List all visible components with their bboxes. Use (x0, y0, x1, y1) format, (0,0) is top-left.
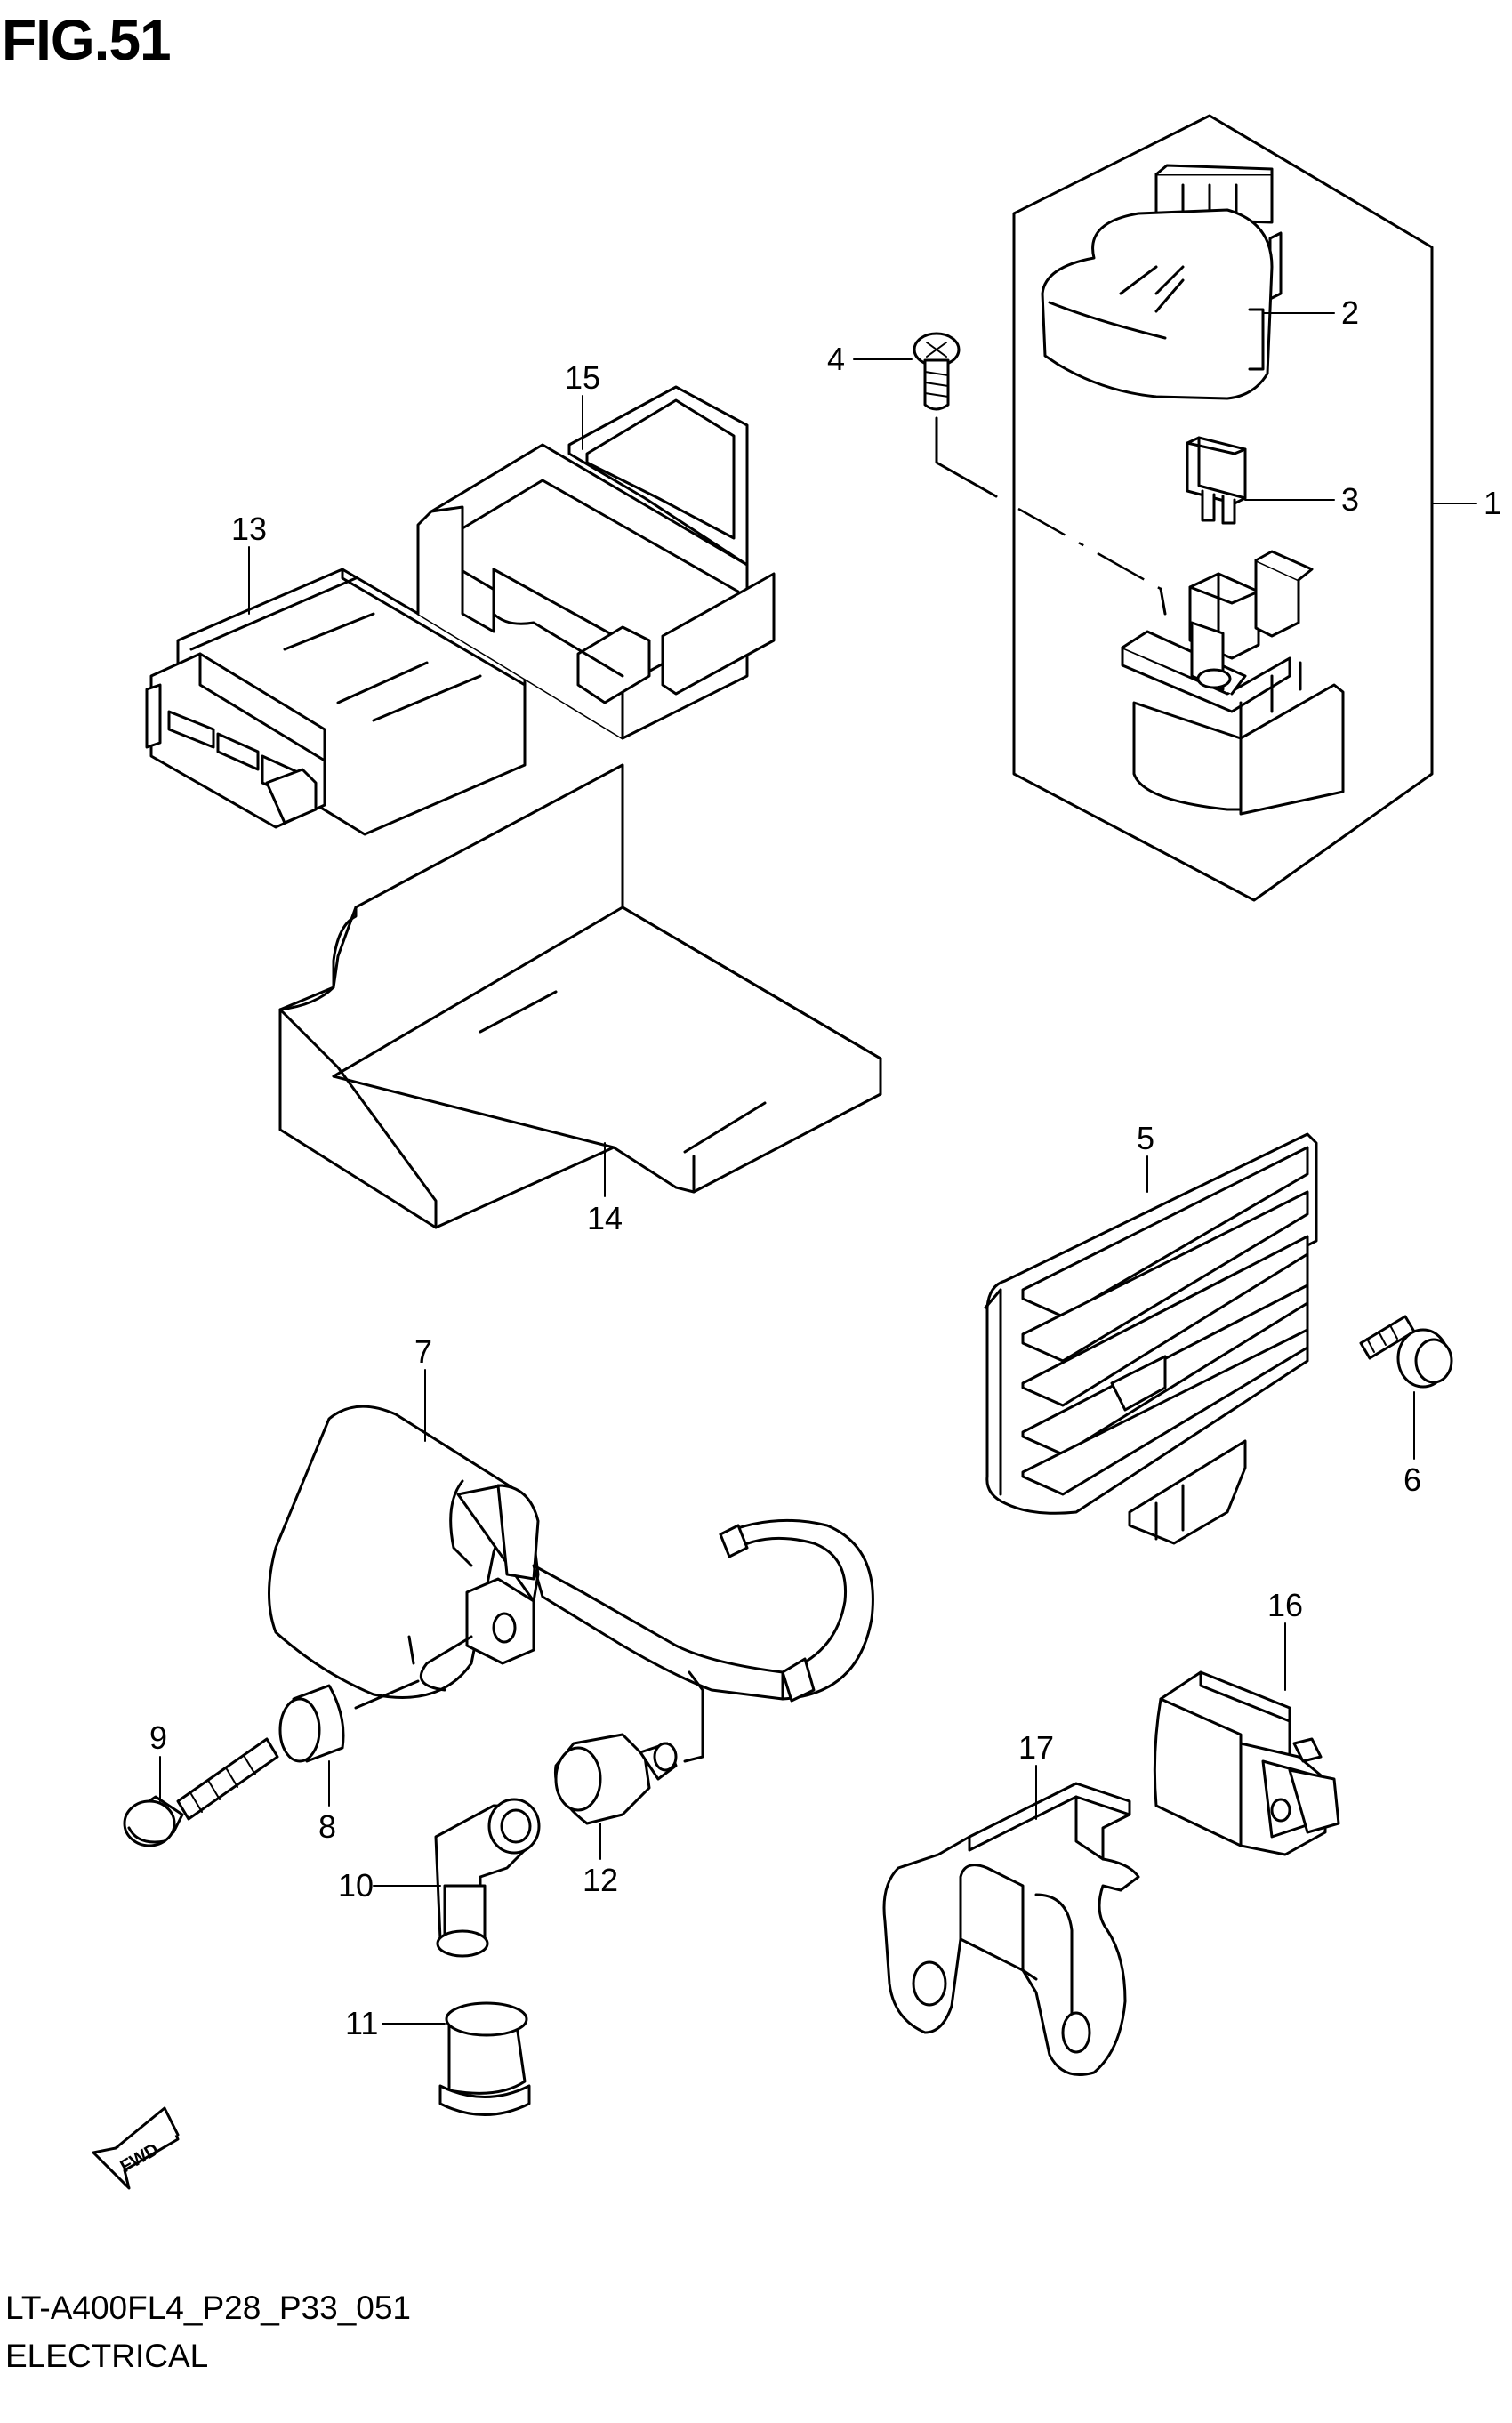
regulator-bolt[interactable] (1359, 1315, 1453, 1389)
starter-relay-assembly (913, 114, 1434, 902)
ecm-tray[interactable] (278, 763, 882, 1229)
ecm-holder[interactable] (416, 385, 776, 740)
screw-leader (935, 416, 998, 498)
cap-leader (683, 1670, 704, 1763)
figure-title: FIG.51 (2, 8, 172, 72)
callout-7: 7 (414, 1333, 432, 1370)
coil-spacer[interactable] (278, 1684, 345, 1763)
section-name: ELECTRICAL (5, 2338, 209, 2374)
starter-relay-body[interactable] (1121, 550, 1345, 816)
callout-17: 17 (1018, 1729, 1054, 1766)
callout-4: 4 (827, 341, 845, 377)
callout-3: 3 (1341, 481, 1359, 518)
callout-1: 1 (1484, 485, 1501, 521)
mounting-bracket[interactable] (882, 1782, 1140, 2076)
wiring-connector[interactable] (1153, 1670, 1340, 1856)
relay-screw[interactable] (913, 332, 961, 411)
ignition-coil[interactable] (268, 1405, 874, 1703)
callout-9: 9 (149, 1719, 167, 1756)
callout-13: 13 (231, 511, 267, 547)
spark-plug-cap[interactable] (434, 1798, 541, 1958)
callout-16: 16 (1267, 1587, 1303, 1623)
callout-10: 10 (338, 1867, 374, 1904)
plug-boot[interactable] (438, 2001, 531, 2116)
regulator-rectifier[interactable] (984, 1132, 1318, 1545)
callout-14: 14 (587, 1200, 623, 1236)
callout-6: 6 (1403, 1461, 1421, 1498)
callout-8: 8 (318, 1808, 336, 1845)
callout-leaders (159, 312, 1477, 2025)
terminal-cap[interactable] (553, 1733, 678, 1825)
callout-2: 2 (1341, 294, 1359, 331)
diagram-code: LT-A400FL4_P28_P33_051 (5, 2290, 412, 2326)
dash-centerline (1017, 507, 1162, 591)
callout-15: 15 (565, 359, 600, 396)
ecm-unit[interactable] (145, 568, 527, 836)
assembly-boundary (1012, 114, 1434, 902)
callout-5: 5 (1137, 1120, 1154, 1156)
callout-12: 12 (583, 1862, 618, 1898)
spacer-leader (354, 1679, 420, 1710)
coil-bolt[interactable] (123, 1737, 279, 1847)
relay-cover[interactable] (1041, 164, 1283, 400)
callout-numbers: 1 2 3 4 5 6 7 8 9 10 11 12 13 14 15 16 1… (149, 294, 1501, 2041)
fwd-direction-arrow-icon: FWD (92, 2106, 180, 2190)
callout-11: 11 (345, 2005, 378, 2041)
fuse[interactable] (1186, 436, 1247, 525)
